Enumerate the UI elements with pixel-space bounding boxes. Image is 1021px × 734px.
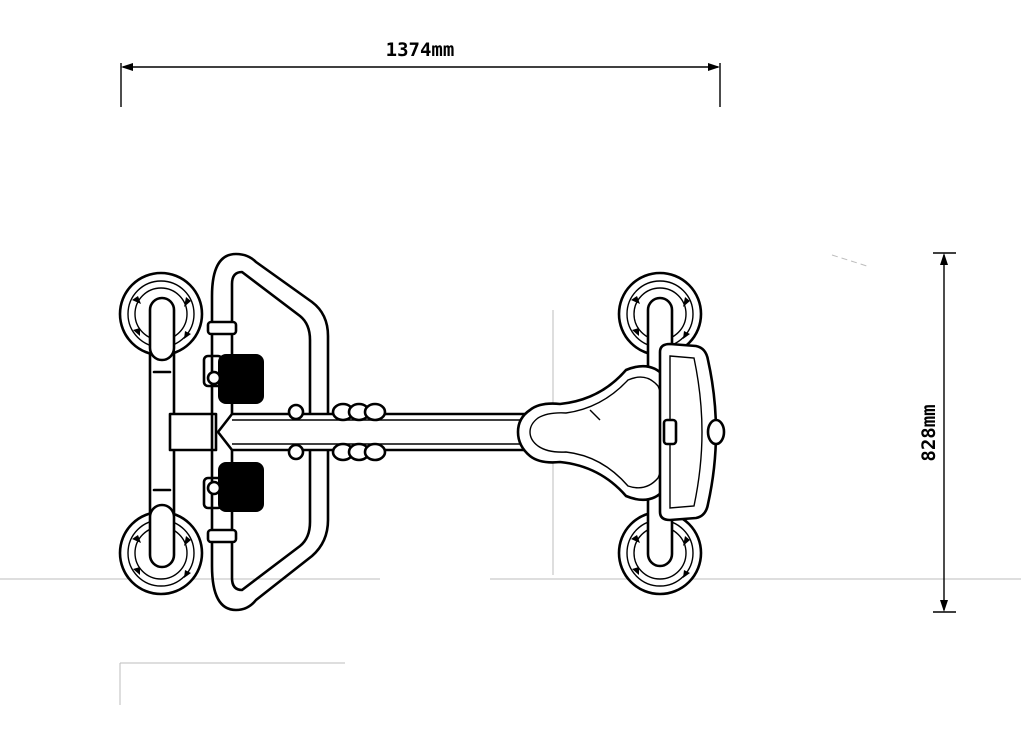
pedal-bottom	[202, 462, 264, 512]
length-dimension: 1374mm	[120, 39, 721, 107]
handlebar-frame	[206, 252, 330, 612]
arrow-down-icon	[940, 600, 948, 612]
arrow-up-icon	[940, 253, 948, 265]
rear-crossbar	[168, 412, 218, 452]
bellows	[331, 402, 387, 462]
length-label: 1374mm	[386, 39, 455, 61]
seat	[516, 364, 678, 502]
arrow-left-icon	[121, 63, 133, 71]
width-dimension: 828mm	[918, 252, 956, 613]
arrow-right-icon	[708, 63, 720, 71]
rear-wheel-top	[118, 271, 204, 362]
backrest	[658, 342, 726, 522]
rear-wheel-bottom	[118, 503, 204, 596]
width-label: 828mm	[918, 404, 940, 461]
machine-outline	[118, 252, 726, 612]
pedal-top	[202, 354, 264, 404]
